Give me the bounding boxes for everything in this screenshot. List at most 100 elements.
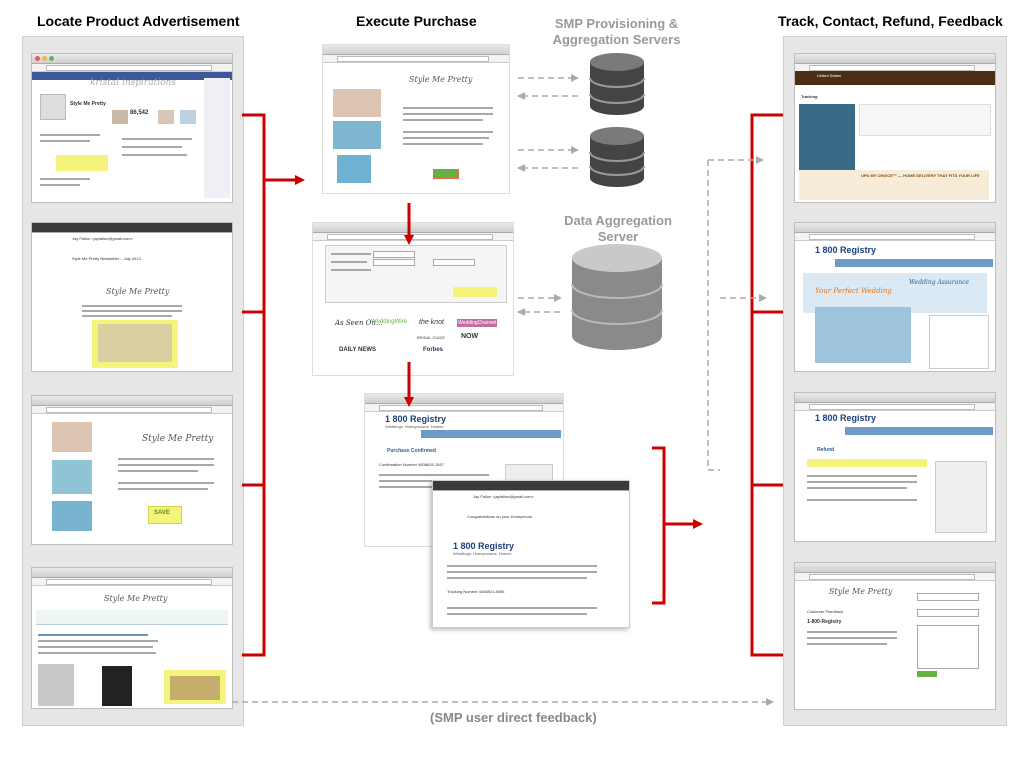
weddingchannel-logo: WeddingChannel xyxy=(457,319,498,327)
checkout-input[interactable] xyxy=(433,259,475,266)
feedback-email-input[interactable] xyxy=(917,609,979,617)
insurance-banner-text: Your Perfect Wedding xyxy=(815,287,892,295)
heading-locate: Locate Product Advertisement xyxy=(37,13,240,29)
ups-sidebar xyxy=(799,104,855,170)
bridalguide-logo: BRIDAL GUIDE xyxy=(417,335,446,340)
fb-page-name: Style Me Pretty xyxy=(70,101,106,107)
right-red-bracket xyxy=(750,113,783,657)
refund-registry-logo: 1 800 Registry xyxy=(815,413,877,423)
ups-country: United States xyxy=(817,73,842,78)
insurance-banner xyxy=(803,273,987,313)
ups-tab-tracking[interactable]: Tracking xyxy=(801,94,818,99)
save-button-label: SAVE xyxy=(154,510,170,516)
ups-content xyxy=(859,104,991,136)
heading-execute: Execute Purchase xyxy=(356,13,477,29)
dailynews-logo: DAILY NEWS xyxy=(339,347,377,353)
email-feature-image xyxy=(98,324,172,362)
fb-highlight-post xyxy=(56,155,108,171)
email2-tracking-number: Tracking Number 4408821-8056 xyxy=(447,589,505,594)
buy-button[interactable] xyxy=(433,169,459,179)
wedding-insurance-screenshot: 1 800 Registry Your Perfect Wedding Wedd… xyxy=(794,222,996,372)
save-button[interactable] xyxy=(148,506,182,524)
ad-photo xyxy=(52,460,92,494)
email2-from: Jay Fallon <jayfallon@gmail.com> xyxy=(473,494,534,499)
place-order-button[interactable] xyxy=(453,287,497,297)
stylemepretty-ad-screenshot: Style Me Pretty SAVE xyxy=(31,395,233,545)
refund-heading: Refund xyxy=(817,447,835,453)
fb-profile-image xyxy=(40,94,66,120)
now-logo: NOW xyxy=(461,333,479,340)
left-red-bracket xyxy=(242,113,305,657)
email-from: Jay Fallon <jayfallon@gmail.com> xyxy=(72,236,133,241)
ad-photo xyxy=(52,422,92,452)
insurance-form xyxy=(929,315,989,369)
insurance-brand: Wedding Assurance xyxy=(909,279,970,286)
fb-like-count: 86,542 xyxy=(130,110,149,116)
customer-feedback-label: Customer Feedback xyxy=(807,609,844,614)
email2-subject: Congratulations on your Honeymoon xyxy=(467,514,533,519)
facebook-screenshot: kristal inspirations Style Me Pretty 86,… xyxy=(31,53,233,203)
fb-photo-thumb xyxy=(158,110,174,124)
purchase-photo xyxy=(333,89,381,117)
refund-notice xyxy=(807,459,927,467)
registry-logo: 1 800 Registry xyxy=(385,414,447,424)
fb-cover-logo: kristal inspirations xyxy=(90,78,176,88)
heading-smp-servers: SMP Provisioning & Aggregation Servers xyxy=(552,16,681,47)
email-newsletter-screenshot: Jay Fallon <jayfallon@gmail.com> Style M… xyxy=(31,222,233,372)
purchase-logo: Style Me Pretty xyxy=(409,75,473,84)
purchase-confirmed-heading: Purchase Confirmed xyxy=(387,448,436,454)
blog-sidebar-image xyxy=(170,676,220,700)
feedback-form-screenshot: Style Me Pretty Customer Feedback 1-800-… xyxy=(794,562,996,710)
registry-tagline: Weddings. Honeymoons. Homes xyxy=(385,424,444,429)
confirmation-email-screenshot: Jay Fallon <jayfallon@gmail.com> Congrat… xyxy=(432,480,630,628)
as-seen-on-label: As Seen On... xyxy=(335,319,383,327)
fb-sidebar xyxy=(204,78,230,198)
stylemepretty-blog-screenshot: Style Me Pretty xyxy=(31,567,233,709)
email2-registry-tagline: Weddings. Honeymoons. Homes xyxy=(453,551,512,556)
blog-logo: Style Me Pretty xyxy=(104,594,168,603)
checkout-input[interactable] xyxy=(373,259,415,266)
email-logo: Style Me Pretty xyxy=(106,287,170,296)
purchase-product-screenshot: Style Me Pretty xyxy=(322,44,510,194)
ups-tracking-screenshot: United States Tracking UPS MY CHOICE™ — … xyxy=(794,53,996,203)
middle-red-bracket xyxy=(652,446,703,605)
blog-nav xyxy=(36,610,228,625)
heading-data-aggregation: Data Aggregation Server xyxy=(564,213,672,244)
checkout-form-screenshot: As Seen On... WeddingWire the knot Weddi… xyxy=(312,222,514,376)
data-aggregation-server-icon xyxy=(571,244,663,350)
feedback-registry-label: 1-800-Registry xyxy=(807,619,842,625)
ups-promo xyxy=(799,170,989,200)
blog-photo xyxy=(102,666,132,706)
feedback-message-input[interactable] xyxy=(917,625,979,669)
insurance-nav xyxy=(835,259,993,267)
smp-user-feedback-label: (SMP user direct feedback) xyxy=(430,710,597,725)
confirmation-number: Confirmation Number 9838826-1557 xyxy=(379,462,444,467)
ups-header xyxy=(795,71,995,85)
ups-choice-text: UPS MY CHOICE™ — HOME DELIVERY THAT FITS… xyxy=(861,173,980,178)
email-subject: Style Me Pretty Newsletter – July 2013 xyxy=(72,256,141,261)
registry-nav xyxy=(421,430,561,438)
ad-logo: Style Me Pretty xyxy=(142,434,214,444)
weddingwire-logo: WeddingWire xyxy=(371,319,407,325)
feedback-submit-button[interactable] xyxy=(917,671,937,677)
fb-photo-thumb xyxy=(180,110,196,124)
fb-photo-thumb xyxy=(112,110,128,124)
smp-server-1-icon xyxy=(589,53,645,115)
insurance-registry-logo: 1 800 Registry xyxy=(815,245,877,255)
email2-registry-logo: 1 800 Registry xyxy=(453,541,515,551)
refund-screenshot: 1 800 Registry Refund xyxy=(794,392,996,542)
refund-nav xyxy=(845,427,993,435)
theknot-logo: the knot xyxy=(419,319,444,326)
feedback-name-input[interactable] xyxy=(917,593,979,601)
heading-track: Track, Contact, Refund, Feedback xyxy=(778,13,1003,29)
blog-photo xyxy=(38,664,74,706)
insurance-video[interactable] xyxy=(815,307,911,363)
forbes-logo: Forbes xyxy=(423,347,444,353)
feedback-logo: Style Me Pretty xyxy=(829,587,893,596)
smp-server-2-icon xyxy=(589,127,645,187)
refund-sidebar xyxy=(935,461,987,533)
purchase-photo xyxy=(337,155,371,183)
checkout-input[interactable] xyxy=(373,251,415,258)
server-dashed-arrows xyxy=(232,74,774,706)
